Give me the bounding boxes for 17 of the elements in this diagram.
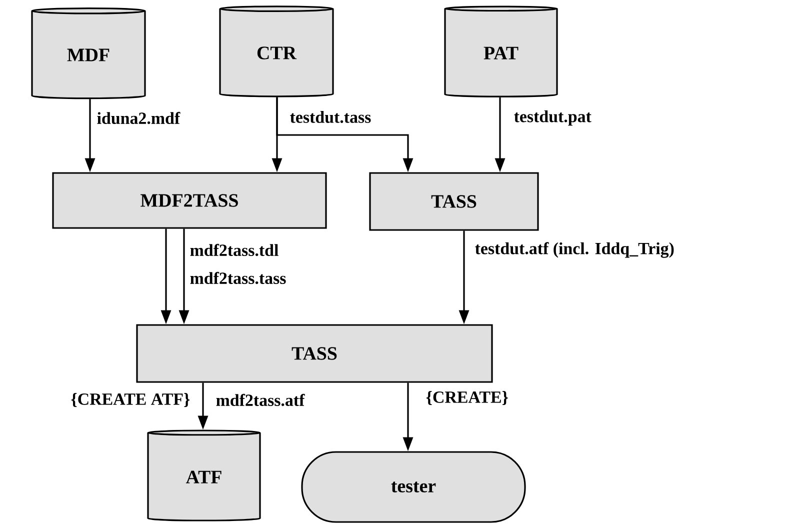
edge-label: iduna2.mdf [96, 110, 182, 126]
database-cylinder: PAT [444, 6, 558, 98]
edge-label: {CREATE} [424, 390, 510, 406]
edge-label: mdf2tass.atf [214, 392, 306, 408]
database-cylinder: CTR [219, 6, 334, 98]
database-cylinder: ATF [147, 430, 261, 522]
edge-label: testdut.tass [288, 110, 372, 124]
process-box: TASS [369, 172, 539, 231]
edge-label: testdut.pat [512, 109, 592, 127]
database-cylinder: MDF [31, 8, 146, 100]
edge-label: testdut.atf (incl. Iddq_Trig) [474, 241, 676, 259]
annotation-label: {CREATE ATF} [70, 392, 192, 408]
edge-label: mdf2tass.tdl [188, 242, 280, 258]
process-box: TASS [136, 324, 493, 383]
edge-label: mdf2tass.tass [188, 270, 288, 286]
process-box: MDF2TASS [52, 172, 327, 229]
terminal-node: tester [301, 451, 526, 523]
